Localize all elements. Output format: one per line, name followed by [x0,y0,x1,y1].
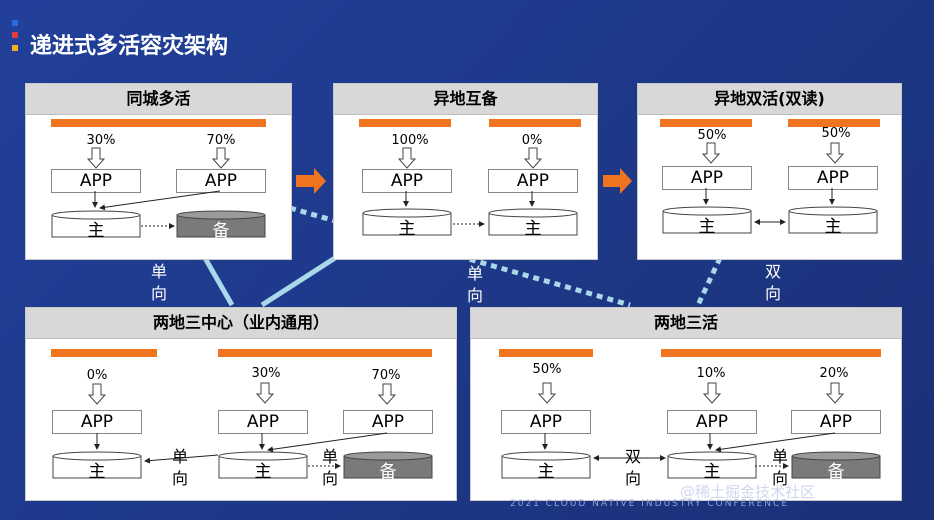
app-node: APP [501,410,591,434]
app-node: APP [662,166,752,190]
db-label: 主 [524,219,542,239]
traffic-percent: 50% [821,126,851,141]
db-label: 备 [379,462,397,482]
down-arrow-icon [703,382,721,404]
traffic-percent: 30% [251,366,281,381]
app-node: APP [51,169,141,193]
database-primary: 主 [788,206,878,237]
app-node: APP [791,410,881,434]
database-primary: 主 [52,451,142,482]
panel-title: 两地三中心（业内通用） [26,308,456,339]
panel-two-site-three-active: 两地三活 50% 10% 20% APP APP APP 主 主 备 双向 单向 [470,307,902,501]
database-primary: 主 [218,451,308,482]
accent-bar [51,349,157,357]
accent-bar [788,119,880,127]
down-arrow-icon [87,147,105,169]
accent-bar [359,119,451,127]
traffic-percent: 10% [696,366,726,381]
database-backup: 备 [343,451,433,482]
down-arrow-icon [826,382,844,404]
watermark: @稀土掘金技术社区 [680,483,816,501]
conference-footer: 2021 CLOUD NATIVE INDUSTRY CONFERENCE [510,499,790,509]
database-primary: 主 [501,451,591,482]
panel-same-city: 同城多活 30% 70% APP APP 主 备 [25,83,292,260]
database-primary: 主 [51,210,141,241]
panel-two-site-three-center: 两地三中心（业内通用） 0% 30% 70% APP APP APP 主 主 备… [25,307,457,501]
accent-bar [660,119,752,127]
db-label: 主 [698,217,716,237]
traffic-percent: 20% [819,366,849,381]
app-node: APP [667,410,757,434]
page-title: 递进式多活容灾架构 [30,34,229,59]
app-node: APP [52,410,142,434]
panel-remote-dual: 异地双活(双读) 50% 50% APP APP 主 主 [637,83,902,260]
down-arrow-icon [826,142,844,164]
panel-title: 同城多活 [26,84,291,115]
app-node: APP [488,169,578,193]
accent-bar [489,119,581,127]
db-label: 主 [87,221,105,241]
traffic-percent: 0% [521,133,543,148]
db-label: 备 [827,462,845,482]
sync-direction-label: 单向 [171,447,188,488]
database-primary: 主 [667,451,757,482]
down-arrow-icon [212,147,230,169]
connector-label-middle: 单向 [466,264,483,305]
connector-label-right: 双向 [764,262,781,303]
database-primary: 主 [362,208,452,239]
database-primary: 主 [488,208,578,239]
database-backup: 备 [791,451,881,482]
down-arrow-icon [256,382,274,404]
accent-bar [218,349,432,357]
traffic-percent: 100% [391,133,429,148]
sync-direction-label: 单向 [771,447,788,488]
panel-title: 异地双活(双读) [638,84,901,115]
db-label: 主 [537,462,555,482]
app-node: APP [343,410,433,434]
traffic-percent: 70% [371,368,401,383]
panel-title: 两地三活 [471,308,901,339]
db-label: 主 [88,462,106,482]
traffic-percent: 0% [86,368,108,383]
deco-square-red [12,32,18,38]
deco-square-blue [12,20,18,26]
panel-title: 异地互备 [334,84,597,115]
accent-bar [51,119,266,127]
down-arrow-icon [398,147,416,169]
db-label: 主 [398,219,416,239]
sync-direction-label: 双向 [624,447,641,488]
accent-bar [499,349,593,357]
database-primary: 主 [662,206,752,237]
traffic-percent: 30% [86,133,116,148]
db-label: 备 [212,221,230,241]
database-backup: 备 [176,210,266,241]
app-node: APP [176,169,266,193]
connector-label-left: 单向 [150,262,167,303]
down-arrow-icon [538,382,556,404]
down-arrow-icon [702,142,720,164]
app-node: APP [362,169,452,193]
panel-remote-backup: 异地互备 100% 0% APP APP 主 主 [333,83,598,260]
deco-square-yellow [12,45,18,51]
app-node: APP [218,410,308,434]
db-label: 主 [824,217,842,237]
traffic-percent: 50% [697,128,727,143]
down-arrow-icon [378,383,396,405]
down-arrow-icon [524,147,542,169]
db-label: 主 [703,462,721,482]
down-arrow-icon [88,383,106,405]
traffic-percent: 50% [532,362,562,377]
db-label: 主 [254,462,272,482]
app-node: APP [788,166,878,190]
traffic-percent: 70% [206,133,236,148]
accent-bar [661,349,881,357]
sync-direction-label: 单向 [321,447,338,488]
